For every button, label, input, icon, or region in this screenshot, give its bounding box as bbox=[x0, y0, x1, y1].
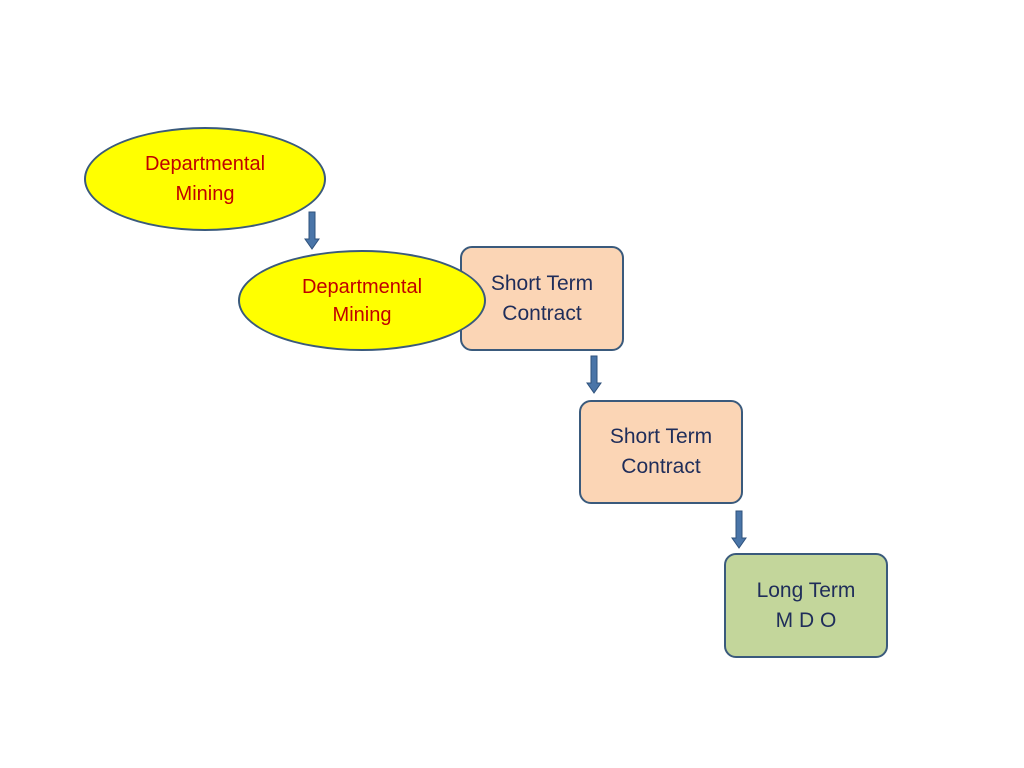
departmental-mining-ellipse: Departmental Mining bbox=[84, 127, 326, 231]
node-label: Short Term Contract bbox=[609, 425, 713, 478]
short-term-contract-box: Short Term Contract bbox=[579, 400, 743, 504]
long-term-mdo-box: Long Term M D O bbox=[724, 553, 888, 658]
down-arrow-icon bbox=[731, 510, 747, 549]
down-arrow-icon bbox=[586, 355, 602, 394]
node-label: Long Term M D O bbox=[756, 578, 856, 632]
node-label: Departmental Mining bbox=[144, 153, 266, 205]
node-label: Departmental Mining bbox=[301, 275, 423, 326]
short-term-contract-box: Short Term Contract bbox=[460, 246, 624, 351]
departmental-mining-ellipse: Departmental Mining bbox=[238, 250, 486, 351]
node-label: Short Term Contract bbox=[490, 271, 594, 325]
down-arrow-icon bbox=[304, 211, 320, 250]
